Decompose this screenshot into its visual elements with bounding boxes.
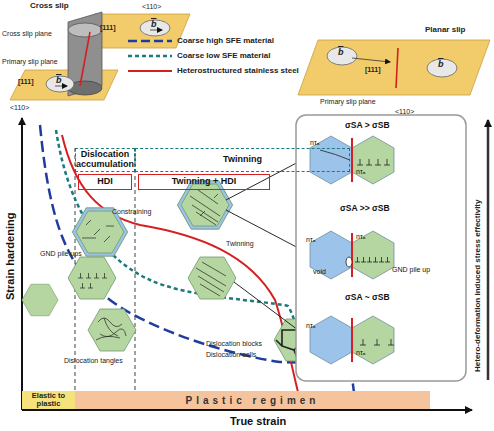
axis-label: True strain	[230, 416, 286, 427]
burgers-vector: b	[56, 76, 62, 85]
constraining-grain	[177, 181, 232, 229]
stress-condition: σSA > σSB	[345, 121, 390, 130]
legend-line	[128, 70, 172, 72]
stress-condition: σSA >> σSB	[340, 204, 390, 213]
direction-label: <110>	[395, 108, 414, 115]
regime-box: Dislocation accumulation	[75, 148, 135, 172]
burgers-vector: b	[438, 60, 444, 69]
burgers-vector: b	[151, 20, 157, 29]
grain	[22, 284, 58, 316]
direction-label: [111]	[365, 66, 381, 73]
screw-segment	[80, 32, 90, 86]
callout: void	[313, 268, 326, 275]
grain	[181, 184, 229, 226]
burgers-arrow	[150, 30, 162, 31]
constraining-grain	[72, 208, 127, 256]
legend-text: Coarse low SFE material	[177, 51, 270, 60]
stress-symbol: nτₐ	[356, 233, 365, 240]
dislocation-loop	[46, 76, 74, 92]
pointer-arrow	[226, 210, 306, 252]
legend-text: Heterostructured stainless steel	[177, 66, 299, 75]
legend-row: Coarse low SFE material	[128, 51, 270, 60]
direction-label: <110>	[10, 104, 29, 111]
effectivity-arrow	[487, 120, 490, 380]
cylinder-end	[68, 23, 102, 37]
stress-symbol: nτₐ	[306, 236, 315, 243]
grain	[88, 309, 136, 351]
void	[346, 257, 352, 267]
node-text: Twinning + HDI	[172, 177, 237, 187]
legend-sample	[128, 52, 172, 60]
slip-plane	[298, 40, 490, 95]
plane-label: Primary slip plane	[320, 98, 376, 105]
legend-sample	[128, 37, 172, 45]
mechanism-panel	[296, 115, 466, 381]
dislocation-lines	[78, 190, 316, 360]
burgers-vector: b	[338, 48, 344, 57]
node-text: HDI	[97, 177, 113, 187]
callout: Twinning	[226, 240, 254, 247]
hetero-curve	[62, 135, 298, 392]
y-axis	[21, 118, 23, 410]
regime-band: Elastic to plastic	[22, 391, 75, 409]
title-label: Planar slip	[425, 26, 465, 34]
node-text: Plastic regimen	[186, 395, 320, 406]
grain	[68, 257, 116, 299]
glide-arrow	[352, 58, 390, 62]
grain	[188, 257, 236, 299]
dislocation-loop	[140, 20, 170, 36]
callout: Dislocation tangles	[64, 357, 123, 364]
legend-line	[128, 39, 172, 42]
planar-slip-sketch	[298, 40, 490, 95]
legend-text: Coarse high SFE material	[177, 36, 274, 45]
direction-label: [111]	[18, 78, 34, 85]
callout: Dislocation blocks	[206, 340, 262, 347]
legend-sample	[128, 67, 172, 75]
legend-row: Coarse high SFE material	[128, 36, 274, 45]
dislocation-line	[396, 48, 398, 88]
axis-label: Hetero-deformation induced stress effect…	[474, 200, 482, 372]
regime-divider	[135, 148, 136, 391]
title-label: Cross slip	[30, 2, 69, 10]
panel-grains	[310, 136, 394, 364]
callout: GND pile ups	[40, 250, 82, 257]
axis-label: Strain hardening	[5, 213, 16, 300]
stress-symbol: nτₐ	[310, 139, 319, 146]
grains	[22, 181, 322, 361]
dislocation-loop	[327, 47, 357, 65]
pointer-arrow	[226, 158, 306, 200]
pile-ups	[320, 150, 394, 345]
pointer-arrow	[234, 282, 306, 336]
node-text: Twinning	[223, 155, 262, 165]
grain	[76, 211, 124, 253]
legend-line	[128, 54, 172, 57]
plane-label: Primary slip plane	[2, 58, 58, 65]
mechanism-box: Twinning + HDI	[138, 174, 270, 190]
plane-label: Cross slip plane	[2, 30, 52, 37]
burgers-arrow	[55, 86, 67, 87]
mechanism-box: HDI	[78, 174, 132, 190]
cross-slip-sketch	[10, 12, 190, 100]
node-text: Dislocation accumulation	[76, 150, 134, 170]
node-text: Elastic to plastic	[22, 392, 75, 409]
callout: Constraining	[112, 208, 151, 215]
legend-row: Heterostructured stainless steel	[128, 66, 299, 75]
callout: GND pile up	[392, 266, 430, 273]
stress-condition: σSA ~ σSB	[345, 293, 390, 302]
regime-band: Plastic regimen	[75, 391, 430, 409]
regime-box: Twinning	[135, 148, 350, 172]
x-axis	[22, 409, 472, 411]
grain-boundary	[351, 138, 353, 362]
stress-symbol: nτₐ	[356, 349, 365, 356]
stress-symbol: nτₐ	[356, 168, 365, 175]
dislocation-loop	[427, 59, 457, 77]
callout: Dislocation cells	[206, 351, 256, 358]
direction-label: <110>	[142, 3, 161, 10]
direction-label: [111]	[100, 24, 116, 31]
stress-symbol: nτₐ	[306, 322, 315, 329]
